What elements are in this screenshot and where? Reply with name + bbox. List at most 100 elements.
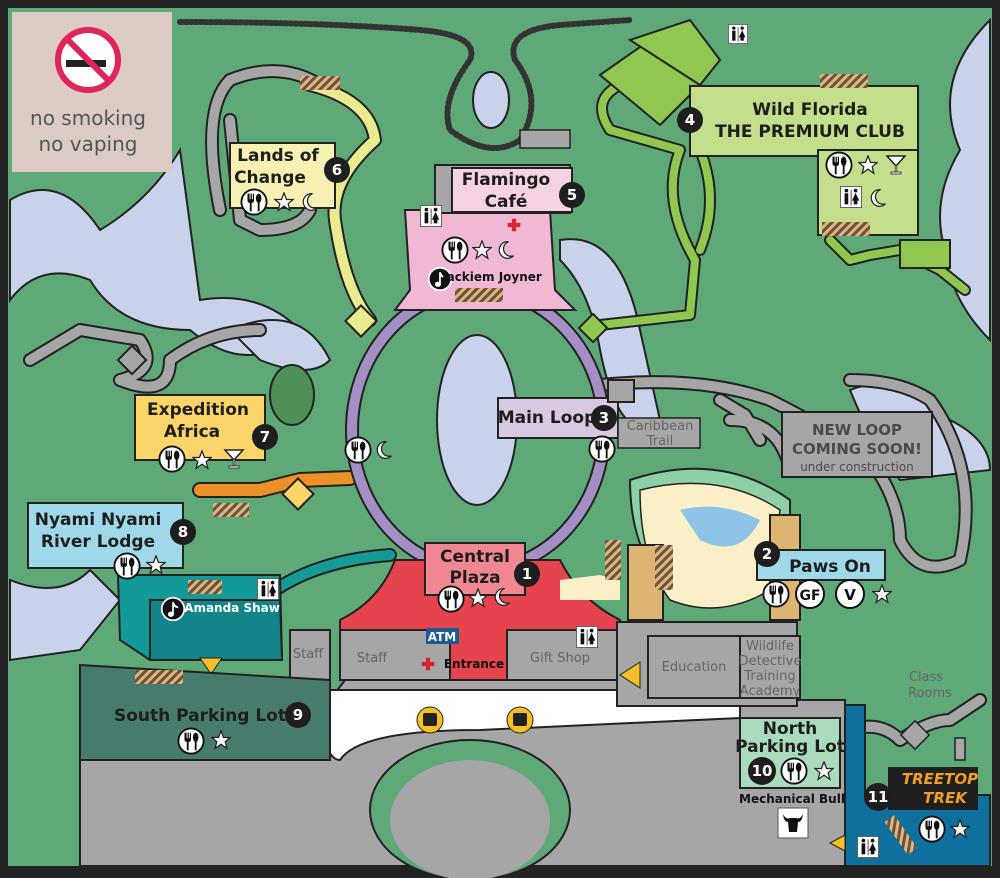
dining-icon: [437, 585, 465, 613]
music-stage-icon: [160, 596, 186, 622]
location-number: 1: [522, 565, 532, 583]
staff-label: Staff: [357, 651, 388, 666]
caribbean-trail-label: Caribbean: [627, 419, 694, 434]
no-smoking-icon: [55, 27, 121, 93]
location-badge-5: [559, 182, 585, 208]
bus-stop-icon: [506, 706, 534, 734]
new-loop-label: COMING SOON!: [792, 440, 922, 458]
construction-label: under construction: [800, 460, 914, 474]
treetop-trek-logo-line2: TREK: [923, 789, 968, 807]
dining-icon: [113, 552, 141, 580]
location-number: 2: [762, 545, 772, 563]
no-vaping-text: no vaping: [39, 132, 138, 156]
dining-icon: [780, 757, 808, 785]
mechanical-bull-label: Mechanical Bull: [739, 792, 845, 806]
stage-label-amanda-shaw: Amanda Shaw: [184, 601, 280, 615]
dining-icon: [762, 580, 790, 608]
nyami-river-lodge-label: River Lodge: [41, 532, 155, 552]
wildlife-academy-label: Detective: [739, 654, 802, 669]
treetop-trek-area: [844, 704, 991, 867]
location-number: 6: [332, 161, 342, 179]
flamingo-cafe-label: Café: [485, 192, 528, 212]
education-label: Education: [662, 660, 727, 675]
new-loop-box: [781, 411, 933, 478]
train-icon: [519, 129, 571, 149]
lands-of-change-label: Change: [234, 168, 306, 188]
location-badge-1: [514, 561, 540, 587]
premium-club-label[interactable]: Wild Florida: [752, 100, 867, 120]
entrance-label[interactable]: Entrance: [444, 657, 504, 671]
wildlife-academy-label: Wildlife: [746, 639, 794, 654]
caribbean-trail-label: Trail: [646, 434, 674, 449]
dining-icon: [441, 236, 469, 264]
wildlife-academy-label: Training: [743, 669, 795, 684]
dining-icon: [158, 445, 186, 473]
treetop-trek-logo[interactable]: TREETOP TREK: [902, 770, 978, 807]
expedition-africa-label: Africa: [164, 422, 220, 442]
gluten-free-icon: GF: [795, 579, 825, 609]
staff-left-label: Staff: [293, 647, 324, 662]
gf-label: GF: [799, 588, 820, 604]
dining-icon: [825, 151, 853, 179]
premium-club-box: [689, 85, 919, 157]
main-loop-label[interactable]: Main Loop: [498, 408, 597, 428]
location-badge-10: [748, 757, 776, 785]
north-parking-lot-label: Parking Lot: [735, 737, 845, 757]
location-badge-11: [864, 783, 892, 811]
flamingo-cafe-label[interactable]: Flamingo: [462, 170, 550, 190]
premium-club-label: THE PREMIUM CLUB: [715, 122, 905, 142]
v-label: V: [844, 586, 856, 604]
nyami-river-lodge-label[interactable]: Nyami Nyami: [35, 510, 162, 530]
location-badge-2: [754, 541, 780, 567]
location-badge-8: [170, 519, 196, 545]
dining-icon: [177, 727, 205, 755]
location-badge-3: [591, 405, 617, 431]
location-badge-7: [252, 424, 278, 450]
location-number: 9: [293, 706, 303, 724]
south-parking-lot-area: [79, 663, 331, 761]
new-loop-label: NEW LOOP: [812, 421, 902, 439]
restroom-icon: [257, 578, 279, 600]
dining-icon: [588, 435, 616, 463]
dining-icon: [240, 188, 268, 216]
location-number: 5: [567, 186, 577, 204]
no-smoking-text: no smoking: [30, 106, 146, 130]
treetop-trek-logo-line1: TREETOP: [902, 770, 978, 788]
location-number: 4: [685, 111, 695, 129]
atm-badge: [426, 628, 459, 644]
stage-label-jackiem-joyner: Jackiem Joyner: [441, 270, 542, 284]
south-parking-lot-label[interactable]: South Parking Lot: [114, 706, 286, 726]
dining-icon: [344, 436, 372, 464]
class-rooms-label: Rooms: [908, 686, 952, 701]
wildlife-academy-building: [739, 635, 801, 699]
expedition-africa-box: [134, 394, 266, 461]
location-badge-6: [324, 157, 350, 183]
bus-stop-icon: [416, 706, 444, 734]
bull-icon: [777, 807, 809, 839]
north-parking-lot-label[interactable]: North: [763, 719, 818, 739]
education-building: [647, 635, 741, 699]
atm-label: ATM: [428, 630, 456, 644]
location-number: 10: [752, 762, 773, 780]
vegan-icon: V: [835, 579, 865, 609]
restroom-icon: [420, 205, 442, 227]
location-number: 11: [868, 788, 889, 806]
paws-on-label[interactable]: Paws On: [789, 557, 871, 577]
gift-shop-label: Gift Shop: [530, 651, 590, 666]
no-smoking-sign: no smoking no vaping: [12, 12, 172, 172]
dining-icon: [918, 815, 946, 843]
location-number: 7: [260, 428, 270, 446]
lands-of-change-label[interactable]: Lands of: [237, 146, 319, 166]
wildlife-academy-label: Academy: [740, 684, 801, 699]
central-plaza-label-2: Plaza: [449, 568, 500, 588]
location-number: 3: [599, 409, 609, 427]
location-badge-9: [285, 702, 311, 728]
restroom-icon: [576, 626, 598, 648]
restroom-icon: [840, 186, 862, 208]
class-rooms-label: Class: [909, 670, 943, 685]
central-plaza-label[interactable]: Central: [440, 547, 510, 567]
expedition-africa-label[interactable]: Expedition: [147, 400, 249, 420]
location-badge-4: [677, 107, 703, 133]
